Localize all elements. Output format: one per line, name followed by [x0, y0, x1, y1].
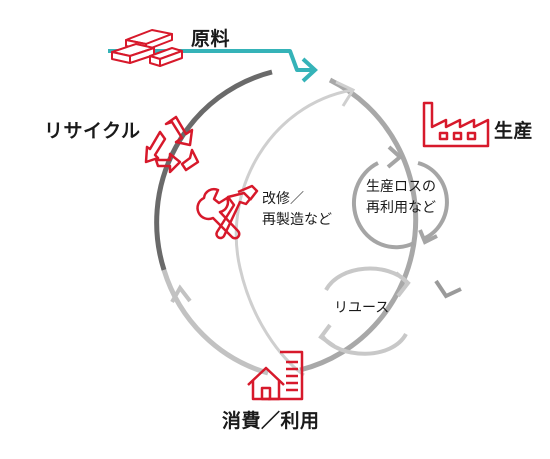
- loop-label-production-loss-line1: 生産ロスの: [366, 179, 436, 195]
- main-cycle-arrow-right: [434, 279, 462, 299]
- production-loss-loop-arc-2: [417, 161, 449, 241]
- raw-material-flow-line: [108, 49, 312, 72]
- loop-label-repair: 改修／ 再製造など: [262, 189, 332, 231]
- reuse-loop-arrow-top: [394, 271, 411, 298]
- reuse-loop-arc-top: [324, 266, 409, 292]
- wrench-hammer-icon: [196, 184, 259, 240]
- loop-label-repair-line1: 改修／: [262, 191, 304, 207]
- main-cycle-arrow-left: [170, 284, 192, 303]
- house-document-icon: [247, 350, 304, 401]
- recycle-icon: [144, 115, 200, 174]
- factory-icon: [422, 101, 490, 148]
- node-label-production: 生産: [494, 120, 534, 142]
- loop-label-reuse: リユース: [334, 300, 390, 316]
- main-cycle-arc-lower: [161, 269, 269, 376]
- loop-label-repair-line2: 再製造など: [262, 212, 332, 228]
- node-label-recycle: リサイクル: [44, 120, 141, 142]
- loop-label-production-loss: 生産ロスの 再利用など: [366, 177, 436, 219]
- bricks-icon: [111, 29, 183, 67]
- node-label-raw-material: 原料: [191, 28, 231, 50]
- loop-label-production-loss-line2: 再利用など: [366, 200, 436, 216]
- main-cycle-arc-right: [299, 77, 419, 373]
- production-loss-loop-arc: [351, 161, 415, 250]
- repair-loop-arrow: [335, 80, 356, 107]
- reuse-loop-arrow-bottom: [318, 323, 336, 348]
- repair-loop-arc: [234, 88, 353, 377]
- node-label-consumption: 消費／利用: [222, 410, 320, 432]
- main-cycle-arc-upper: [154, 69, 273, 271]
- production-loss-loop-arrow-2: [418, 229, 438, 245]
- raw-material-flow-arrow: [301, 57, 318, 83]
- production-loss-loop-arrow: [386, 145, 404, 169]
